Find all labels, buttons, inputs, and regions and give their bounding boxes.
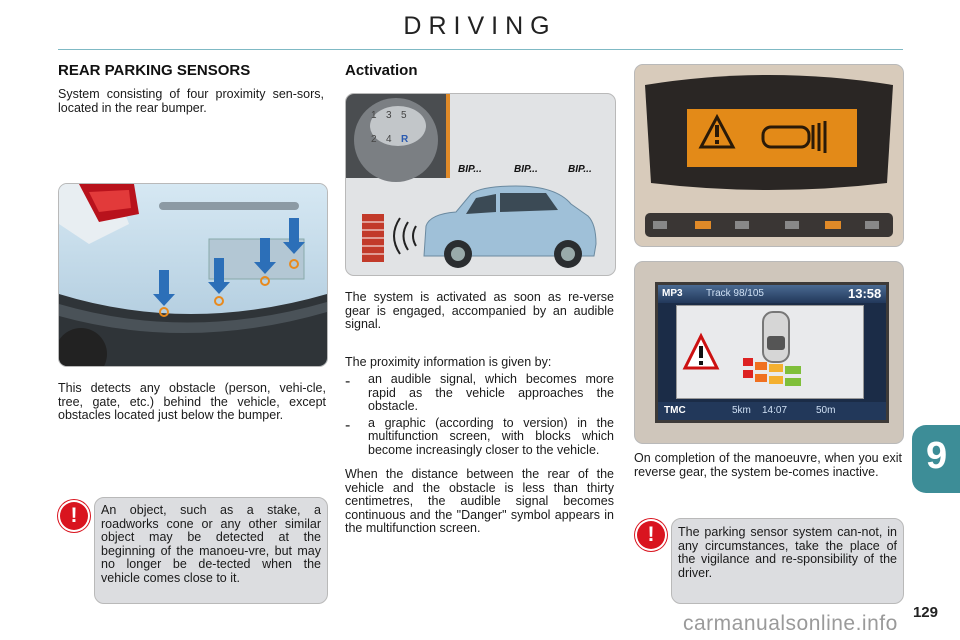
detects-paragraph: This detects any obstacle (person, vehi-…	[58, 381, 326, 423]
completion-paragraph: On completion of the manoeuvre, when you…	[634, 451, 902, 479]
section-heading-rear-parking-sensors: REAR PARKING SENSORS	[58, 62, 251, 79]
gear-number-3: 3	[386, 110, 392, 121]
list-item: - an audible signal, which becomes more …	[345, 372, 614, 414]
multifunction-screen-illustration: MP3 Track 98/105 13:58	[634, 261, 904, 444]
rear-bumper-illustration	[58, 183, 328, 367]
chapter-number: 9	[926, 435, 948, 477]
chapter-tab[interactable]: 9	[912, 425, 960, 493]
dashboard-display-illustration	[634, 64, 904, 247]
gear-number-1: 1	[371, 110, 377, 121]
screen-top-bar: MP3 Track 98/105 13:58	[658, 285, 886, 303]
page-title: DRIVING	[403, 12, 557, 40]
gear-number-4: 4	[386, 134, 392, 145]
gear-number-2: 2	[371, 134, 377, 145]
car-top-icon	[762, 311, 790, 363]
warning-box-detection: An object, such as a stake, a roadworks …	[94, 497, 328, 604]
screen-bottom-bar: TMC 5km 14:07 50m	[658, 402, 886, 420]
activated-paragraph: The system is activated as soon as re-ve…	[345, 290, 614, 332]
intro-paragraph: System consisting of four proximity sen-…	[58, 87, 324, 115]
list-item-text: a graphic (according to version) in the …	[368, 415, 614, 457]
warning-icon: !	[60, 502, 88, 530]
header-divider	[58, 49, 903, 50]
multifunction-screen: MP3 Track 98/105 13:58	[655, 282, 889, 423]
car-illustration	[423, 185, 597, 268]
activation-illustration: 1 3 5 2 4 R BIP... BIP... BIP...	[345, 93, 616, 276]
screen-time2: 14:07	[762, 405, 788, 416]
screen-dist2: 50m	[816, 405, 836, 416]
page-number: 129	[912, 604, 938, 621]
warning-icon: !	[637, 521, 665, 549]
beep-label-2: BIP...	[514, 164, 538, 175]
parking-graphic	[676, 305, 864, 399]
warning-text: An object, such as a stake, a roadworks …	[101, 503, 321, 585]
bumper-sensors-image	[59, 184, 327, 366]
car-top-icon	[761, 121, 827, 153]
screen-source: MP3	[662, 288, 683, 299]
sound-waves-icon	[393, 217, 417, 255]
list-item: - a graphic (according to version) in th…	[345, 415, 614, 458]
proximity-intro: The proximity information is given by:	[345, 355, 552, 369]
warning-box-vigilance: The parking sensor system can-not, in an…	[671, 518, 904, 604]
beep-label-1: BIP...	[458, 164, 482, 175]
gear-number-r: R	[401, 134, 409, 145]
beep-label-3: BIP...	[568, 164, 592, 175]
distance-paragraph: When the distance between the rear of th…	[345, 467, 614, 536]
screen-clock: 13:58	[848, 286, 882, 301]
gear-number-5: 5	[401, 110, 407, 121]
danger-triangle-icon	[698, 113, 736, 149]
list-dash: -	[345, 416, 351, 434]
warning-text: The parking sensor system can-not, in an…	[678, 525, 897, 580]
proximity-blocks	[743, 358, 801, 386]
list-item-text: an audible signal, which becomes more ra…	[368, 372, 614, 414]
brick-wall-icon	[362, 214, 384, 262]
orange-display-image	[635, 65, 903, 246]
screen-dist1: 5km	[732, 405, 751, 416]
watermark: carmanualsonline.info	[683, 612, 898, 635]
parking-graphic-image	[682, 311, 801, 386]
proximity-list: - an audible signal, which becomes more …	[345, 372, 614, 458]
section-heading-activation: Activation	[345, 62, 418, 79]
reverse-gear-image: 1 3 5 2 4 R BIP... BIP... BIP...	[346, 94, 597, 268]
danger-triangle-icon	[682, 332, 720, 370]
screen-tmc: TMC	[664, 405, 686, 416]
list-dash: -	[345, 373, 351, 390]
screen-track: Track 98/105	[706, 288, 764, 299]
